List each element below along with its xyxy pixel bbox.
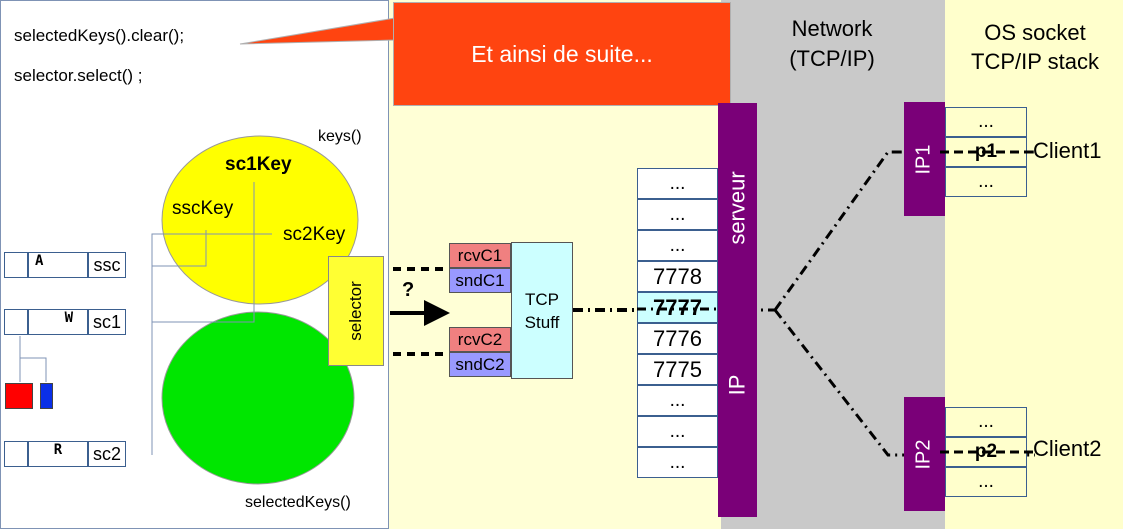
link-ssc xyxy=(152,230,207,267)
keys-set xyxy=(161,135,359,305)
selector-box[interactable]: selector xyxy=(328,256,384,366)
question-mark: ? xyxy=(402,279,415,301)
client2-port-row: ... xyxy=(945,467,1027,497)
port-row: ... xyxy=(637,199,718,230)
port-row: ... xyxy=(637,447,718,478)
link-sc1 xyxy=(152,182,255,323)
client1-port-row: ... xyxy=(945,107,1027,137)
client2-ip-bar: IP2 xyxy=(904,397,945,511)
network-header: Network (TCP/IP) xyxy=(789,16,875,71)
port-row: ... xyxy=(637,385,718,416)
server-label: serveur xyxy=(724,171,750,245)
selected-keys-label: selectedKeys() xyxy=(245,494,351,511)
link-sc2 xyxy=(151,233,272,455)
port-row: ... xyxy=(637,168,718,199)
channel-key-a: A xyxy=(28,252,88,278)
code-line-select: selector.select() ; xyxy=(14,66,143,85)
read-buffer xyxy=(5,383,33,409)
port-7776: 7776 xyxy=(637,323,718,354)
client2-ip: IP2 xyxy=(913,438,935,470)
keys-set-label: keys() xyxy=(318,128,362,145)
selector-label: selector xyxy=(346,281,365,341)
port-row: ... xyxy=(637,230,718,261)
net-link-client2 xyxy=(773,309,1035,457)
code-line-clear: selectedKeys().clear(); xyxy=(14,26,185,45)
channel-ssc[interactable]: ssc xyxy=(88,252,126,278)
port-7775: 7775 xyxy=(637,354,718,385)
key-sc2: sc2Key xyxy=(283,224,346,245)
port-7777: 7777 xyxy=(637,292,718,323)
rcv-c1: rcvC1 xyxy=(449,243,511,268)
selected-keys-set xyxy=(161,311,355,485)
server-ip-label: IP xyxy=(724,374,750,396)
client1-port-row: ... xyxy=(945,167,1027,197)
client1-ip-bar: IP1 xyxy=(904,102,945,216)
client1-label: Client1 xyxy=(1033,138,1102,163)
key-ssc: sscKey xyxy=(172,198,234,219)
channel-key-r: R xyxy=(28,441,88,467)
callout-box: Et ainsi de suite... xyxy=(393,2,731,106)
callout-pointer xyxy=(239,17,396,45)
channel-sc2[interactable]: sc2 xyxy=(88,441,126,467)
client1-port-p1: p1 xyxy=(945,137,1027,167)
port-7778: 7778 xyxy=(637,261,718,292)
snd-c1: sndC1 xyxy=(449,268,511,293)
channel-sc1[interactable]: sc1 xyxy=(88,309,126,335)
os-stack-header: OS socket TCP/IP stack xyxy=(971,20,1099,74)
key-sc1: sc1Key xyxy=(225,154,292,175)
write-buffer xyxy=(40,383,53,409)
client2-port-p2: p2 xyxy=(945,437,1027,467)
channel-key-w: W xyxy=(28,309,88,335)
server-bar xyxy=(718,103,757,517)
port-row: ... xyxy=(637,416,718,447)
snd-c2: sndC2 xyxy=(449,352,511,377)
client2-label: Client2 xyxy=(1033,436,1102,461)
link-w-buffers xyxy=(19,336,47,382)
client2-port-row: ... xyxy=(945,407,1027,437)
tcp-stuff: TCP Stuff xyxy=(511,242,573,379)
rcv-c2: rcvC2 xyxy=(449,327,511,352)
client1-ip: IP1 xyxy=(913,143,935,175)
